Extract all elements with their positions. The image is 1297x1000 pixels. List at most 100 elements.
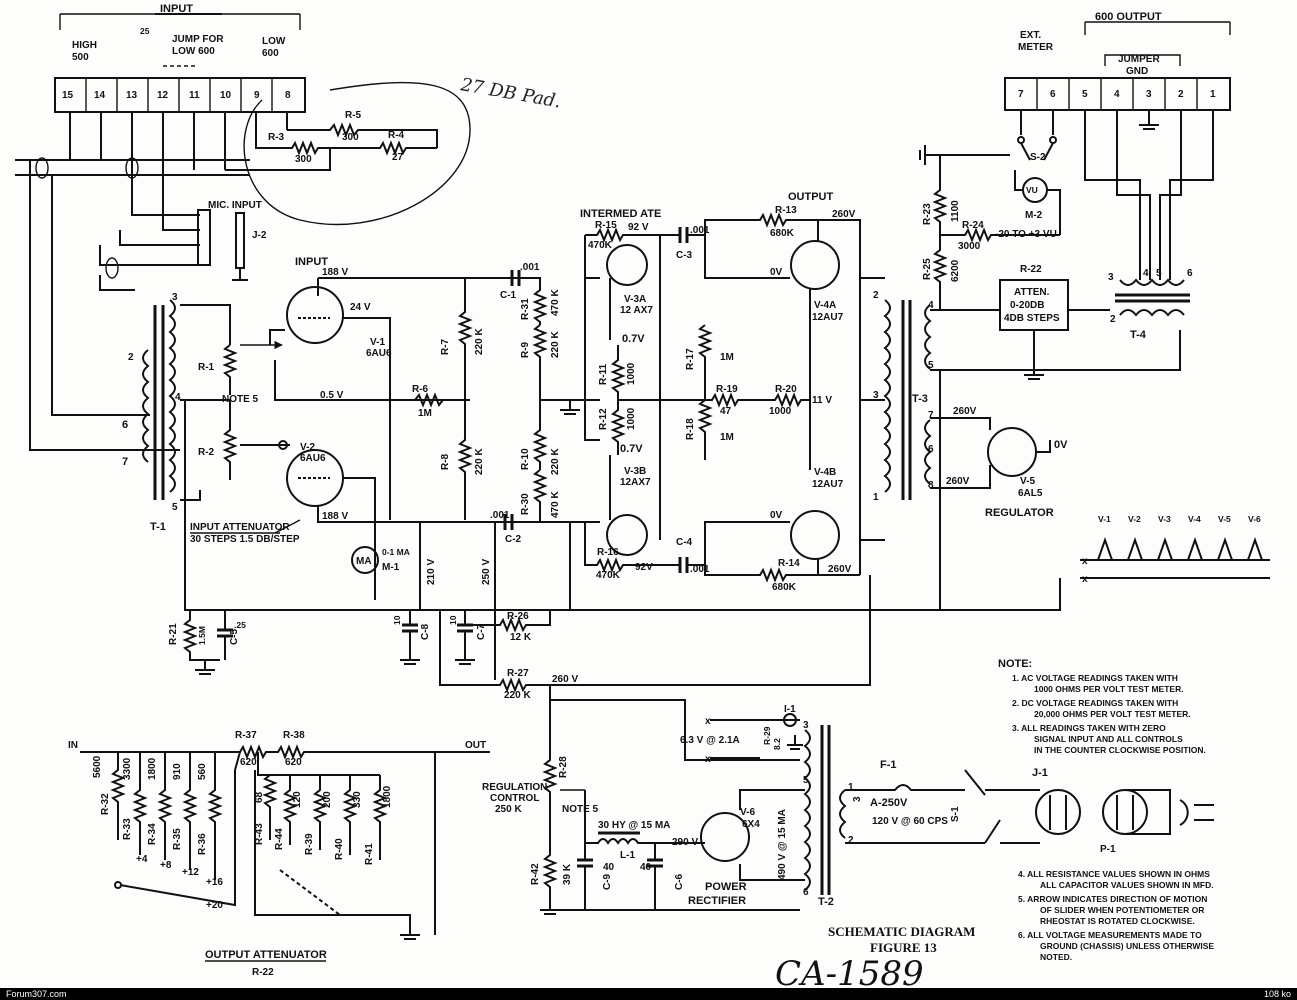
step-plus8: +8	[160, 860, 172, 871]
handwritten-ca-number: CA-1589	[775, 954, 924, 994]
r2-label: R-2	[198, 447, 215, 458]
r27-value: 220 K	[504, 690, 531, 701]
transformer-t1: 3 2 4 6 7 5 T-1	[29, 160, 231, 533]
r39-value: 200	[322, 791, 333, 808]
r18-name: R-18	[685, 418, 696, 440]
r6-value: 1M	[418, 408, 432, 419]
c8-name: C-8	[420, 623, 431, 640]
b-plus-bus: R-21 1.5M .25 C-5 10 C-8 10 C-7 R-26 12 …	[168, 400, 1061, 701]
r7-value: 220 K	[474, 328, 485, 355]
t2-pin-5: 5	[803, 775, 809, 786]
v260-bus-label: 260 V	[552, 674, 578, 685]
v4a-tube-name: V-4A	[814, 300, 836, 311]
v5-tube-type: 6AL5	[1018, 488, 1043, 499]
heater-label-v1: V-1	[1098, 514, 1111, 524]
heater-label-v3: V-3	[1158, 514, 1171, 524]
r38-value: 620	[285, 757, 302, 768]
note-1a: 1. AC VOLTAGE READINGS TAKEN WITH	[1012, 673, 1178, 683]
l1-name: L-1	[620, 850, 635, 861]
r6-r7-r8: R-6 1M R-7 220 K R-8 220 K	[390, 278, 485, 520]
label-low-600: LOW 600	[172, 46, 215, 57]
svg-text:3: 3	[852, 796, 863, 802]
label-high-500: 500	[72, 52, 89, 63]
r43-name: R-43	[254, 823, 265, 845]
input-stage-label: INPUT	[295, 256, 328, 268]
r43-value: 68	[254, 791, 265, 803]
v3b-plate-voltage: 92V	[635, 562, 653, 573]
out-terminal-5: 5	[1082, 89, 1088, 100]
note-5b: OF SLIDER WHEN POTENTIOMETER OR	[1040, 905, 1204, 915]
r24-range: -20 TO +3 VU	[995, 229, 1057, 240]
v5-tube-name: V-5	[1020, 476, 1035, 487]
transformer-t2: T-2 490 V @ 15 MA 1 2 3 5 6 x x 6.3 V @ …	[680, 704, 854, 908]
t3-pin-4: 4	[928, 300, 934, 311]
r29-name: R-29	[762, 726, 772, 745]
terminal-14: 14	[94, 90, 106, 101]
tap-25: 25	[140, 26, 150, 36]
v3b-tube-icon	[606, 514, 648, 556]
terminal-10: 10	[220, 90, 232, 101]
s1-label: S-1	[950, 806, 961, 822]
v260-bottom: 260V	[828, 564, 852, 575]
r31-name: R-31	[520, 298, 531, 320]
c8-value: 10	[392, 615, 402, 625]
v6-rectifier-tube-icon	[700, 812, 750, 862]
v3a-cathode-voltage: 0.7V	[622, 333, 645, 345]
c5-name: C-5	[229, 628, 240, 645]
r33-name: R-33	[122, 818, 133, 840]
output-stage: OUTPUT R-13 680K 260V 0V V-4A 12AU7 0V V…	[704, 191, 885, 593]
v210-label: 210 V	[426, 559, 437, 585]
m2-label: M-2	[1025, 210, 1043, 221]
out-terminal-4: 4	[1114, 89, 1120, 100]
c6-value: 40	[640, 862, 652, 873]
note-2b: 20,000 OHMS PER VOLT TEST METER.	[1034, 709, 1191, 719]
r16-value: 470K	[596, 570, 621, 581]
out-terminal-6: 6	[1050, 89, 1056, 100]
reg-260v-bottom: 260V	[946, 476, 970, 487]
v260-top: 260V	[832, 209, 856, 220]
r37-name: R-37	[235, 730, 257, 741]
r22-line2: 0-20DB	[1010, 300, 1044, 311]
r22-attenuator-block: R-22 ATTEN. 0-20DB 4DB STEPS	[930, 264, 1181, 380]
r19-value: 47	[720, 406, 732, 417]
t2-pin-1: 1	[848, 782, 854, 793]
note-4a: 4. ALL RESISTANCE VALUES SHOWN IN OHMS	[1018, 869, 1210, 879]
output-terminal-block: 600 OUTPUT EXT. METER JUMPER GND 7 6 5 4…	[1004, 11, 1231, 280]
r34-value: 1800	[147, 757, 158, 780]
v4a-grid-voltage: 0V	[770, 267, 783, 278]
r14-name: R-14	[778, 558, 800, 569]
note-1b: 1000 OHMS PER VOLT TEST METER.	[1034, 684, 1184, 694]
r27-name: R-27	[507, 668, 529, 679]
label-low: LOW	[262, 36, 286, 47]
r37-value: 620	[240, 757, 257, 768]
v3a-tube-name: V-3A	[624, 294, 646, 305]
v2-tube-type: 6AU6	[300, 453, 326, 464]
r12-value: 1000	[626, 407, 637, 430]
r42-name: R-42	[530, 863, 541, 885]
ext-meter-1: EXT.	[1020, 30, 1041, 41]
r21-value: 1.5M	[197, 626, 207, 645]
ac-input: F-1 3 A-250V 120 V @ 60 CPS S-1 J-1 P-1	[845, 759, 1214, 855]
v4b-tube-type: 12AU7	[812, 479, 844, 490]
c4-value: .001	[690, 564, 710, 575]
v3a-tube-type: 12 AX7	[620, 305, 653, 316]
c1-name: C-1	[500, 290, 517, 301]
r3-value: 300	[295, 154, 312, 165]
meter-m1-name: M-1	[382, 562, 400, 573]
r24-value: 3000	[958, 241, 981, 252]
r29-value: 8.2	[772, 738, 782, 750]
r16-name: R-16	[597, 547, 619, 558]
v4b-tube-icon	[790, 510, 840, 560]
r26-name: R-26	[507, 611, 529, 622]
v4b-tube-name: V-4B	[814, 467, 836, 478]
footer-site-label: Forum307.com	[6, 989, 67, 999]
meter-m1: MA 0-1 MA M-1 210 V 250 V	[351, 522, 496, 680]
r21-name: R-21	[168, 623, 179, 645]
heater-label-v4: V-4	[1188, 514, 1201, 524]
note-6b: GROUND (CHASSIS) UNLESS OTHERWISE	[1040, 941, 1214, 951]
terminal-11: 11	[189, 90, 200, 101]
output-attenuator: IN OUT R-37 620 R-38 620 R-32 5600 R-33 …	[68, 730, 490, 978]
r13-value: 680K	[770, 228, 795, 239]
